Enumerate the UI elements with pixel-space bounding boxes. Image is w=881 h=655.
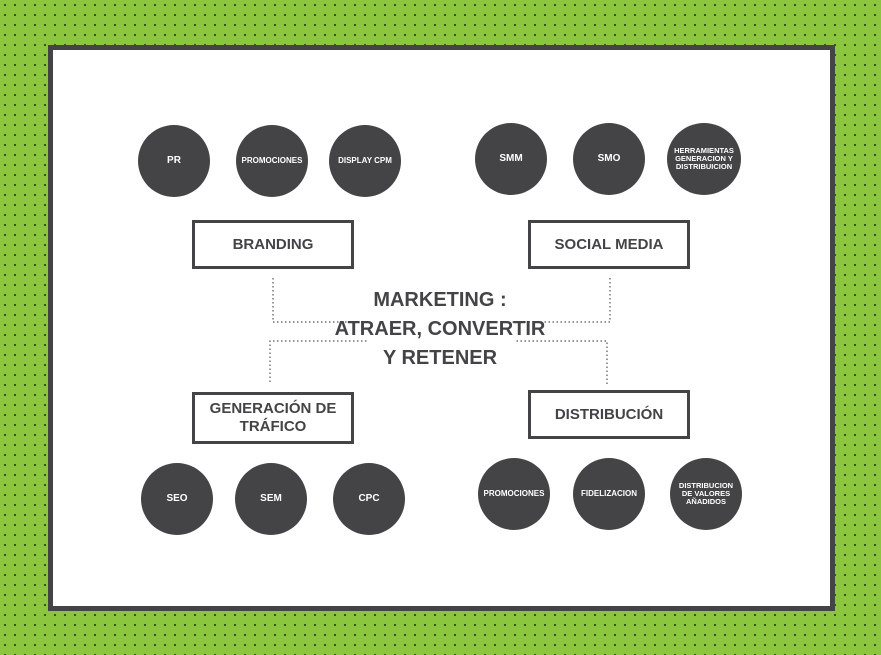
circle-distribucion-fidelizacion: FIDELIZACION [573, 458, 645, 530]
center-title-line-3: Y RETENER [382, 347, 498, 369]
connector-distribucion [515, 340, 608, 384]
box-distribucion: DISTRIBUCIÓN [528, 390, 690, 439]
box-social-media: SOCIAL MEDIA [528, 220, 690, 269]
box-branding: BRANDING [192, 220, 354, 269]
circle-branding-promociones: PROMOCIONES [236, 125, 308, 197]
social-media-label: SOCIAL MEDIA [554, 235, 664, 253]
center-title: MARKETING : ATRAER, CONVERTIR Y RETENER [315, 286, 565, 373]
branding-label: BRANDING [232, 235, 314, 253]
circle-distribucion-valores: DISTRIBUCION DE VALORES AÑADIDOS [670, 458, 742, 530]
circle-trafico-sem: SEM [235, 463, 307, 535]
circle-branding-display-cpm: DISPLAY CPM [329, 125, 401, 197]
center-title-line-1: MARKETING : [373, 289, 507, 311]
circle-branding-pr: PR [138, 125, 210, 197]
circle-trafico-seo: SEO [141, 463, 213, 535]
circle-social-smm: SMM [475, 123, 547, 195]
trafico-label: GENERACIÓN DE TRÁFICO [209, 400, 337, 435]
center-title-line-2: ATRAER, CONVERTIR [334, 318, 546, 340]
connector-branding [272, 278, 368, 323]
circle-distribucion-promociones: PROMOCIONES [478, 458, 550, 530]
connector-social-media [510, 278, 611, 323]
box-trafico: GENERACIÓN DE TRÁFICO [192, 392, 354, 444]
circle-social-smo: SMO [573, 123, 645, 195]
distribucion-label: DISTRIBUCIÓN [554, 405, 664, 423]
circle-trafico-cpc: CPC [333, 463, 405, 535]
circle-social-herramientas: HERRAMIENTAS GENERACION Y DISTRIBUICION [667, 123, 741, 195]
connector-trafico [269, 340, 368, 382]
